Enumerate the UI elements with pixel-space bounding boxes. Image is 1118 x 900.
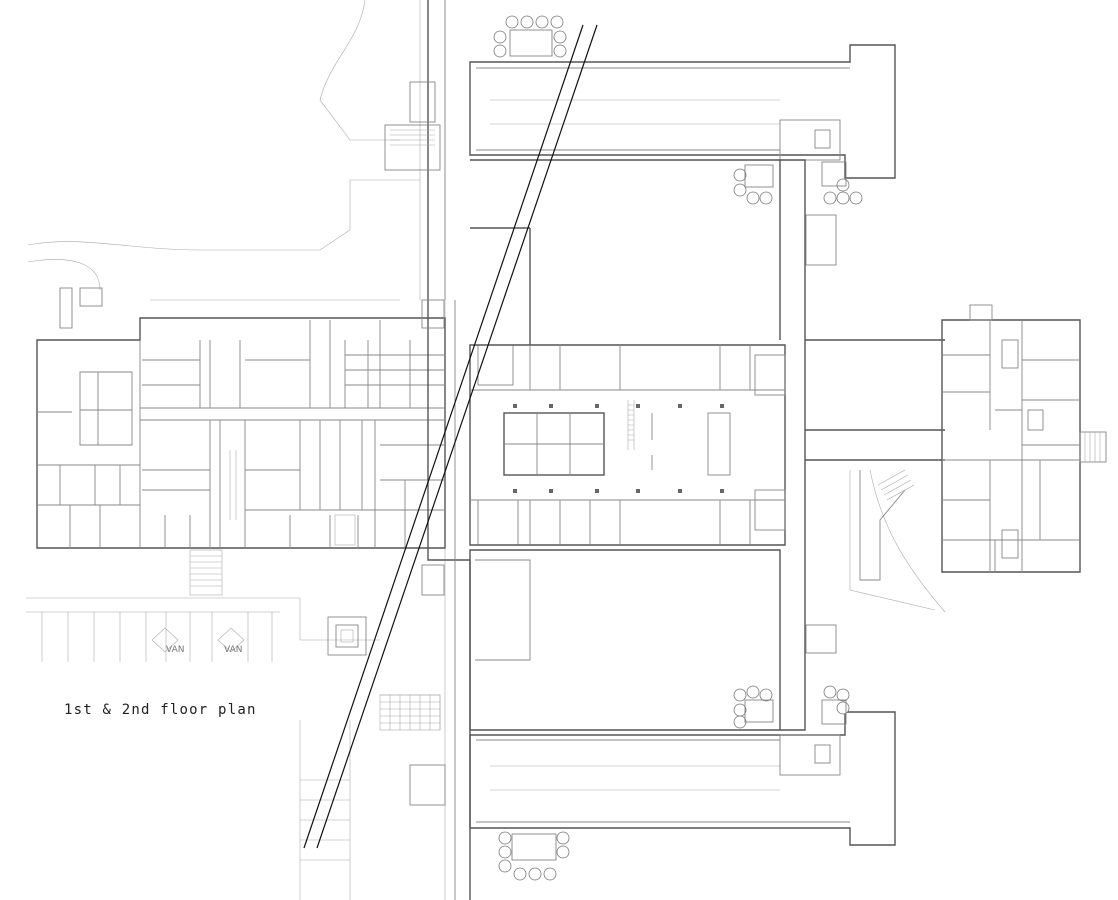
parking-label-van-2: VAN: [224, 645, 242, 655]
courtyard-frames: [469, 159, 945, 731]
crosswalk-stripes: [189, 549, 441, 861]
west-wing: [36, 287, 446, 549]
parking-stalls: [41, 612, 273, 662]
tree-cluster-south-east-a: [733, 685, 774, 729]
planter-square: [327, 616, 367, 656]
central-hall: [469, 344, 786, 546]
site-outlines: [26, 0, 946, 900]
east-wing: [941, 304, 1107, 573]
north-wing: [469, 44, 896, 179]
parking-label-van-1: VAN: [166, 645, 184, 655]
tree-cluster-south-east-b: [821, 685, 850, 725]
tree-cluster-north-west: [493, 15, 567, 58]
tree-cluster-south-west: [498, 831, 570, 881]
tree-cluster-north-east-b: [821, 161, 863, 205]
west-connector: [384, 0, 471, 900]
tree-cluster-north-east-a: [733, 164, 774, 205]
section-break-lines: [303, 24, 598, 849]
east-ramp: [859, 469, 915, 581]
plan-title: 1st & 2nd floor plan: [64, 702, 257, 718]
south-wing: [469, 711, 896, 846]
